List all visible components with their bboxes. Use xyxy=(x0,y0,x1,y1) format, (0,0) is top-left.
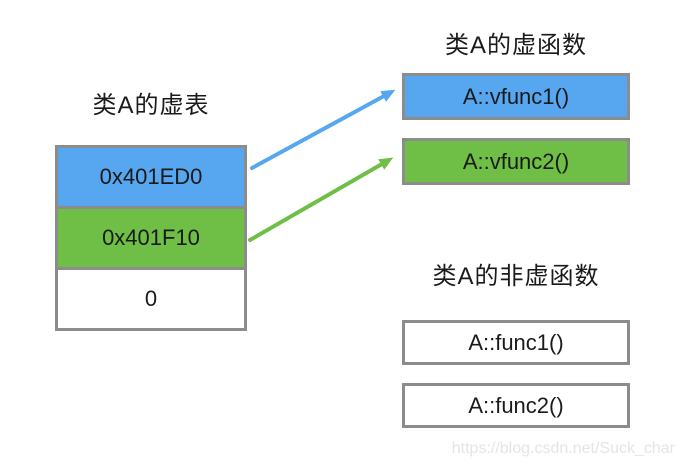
vtable-row-slot3: 0 xyxy=(58,270,244,328)
vtable: 0x401ED0 0x401F10 0 xyxy=(55,145,247,331)
vfunc2-box: A::vfunc2() xyxy=(402,138,630,185)
func1-box: A::func1() xyxy=(402,320,630,365)
virtual-funcs-title: 类A的虚函数 xyxy=(444,32,587,59)
func2-box: A::func2() xyxy=(402,383,630,428)
arrow-vtable-slot2-to-vfunc2 xyxy=(248,157,394,242)
vfunc1-box: A::vfunc1() xyxy=(402,73,630,120)
arrow-vtable-slot1-to-vfunc1 xyxy=(250,89,396,170)
vtable-title: 类A的虚表 xyxy=(92,92,210,119)
non-virtual-funcs-title: 类A的非虚函数 xyxy=(432,263,600,290)
vtable-row-slot1: 0x401ED0 xyxy=(58,148,244,209)
vtable-row-slot2: 0x401F10 xyxy=(58,209,244,270)
watermark: https://blog.csdn.net/Suck_char xyxy=(451,440,675,457)
